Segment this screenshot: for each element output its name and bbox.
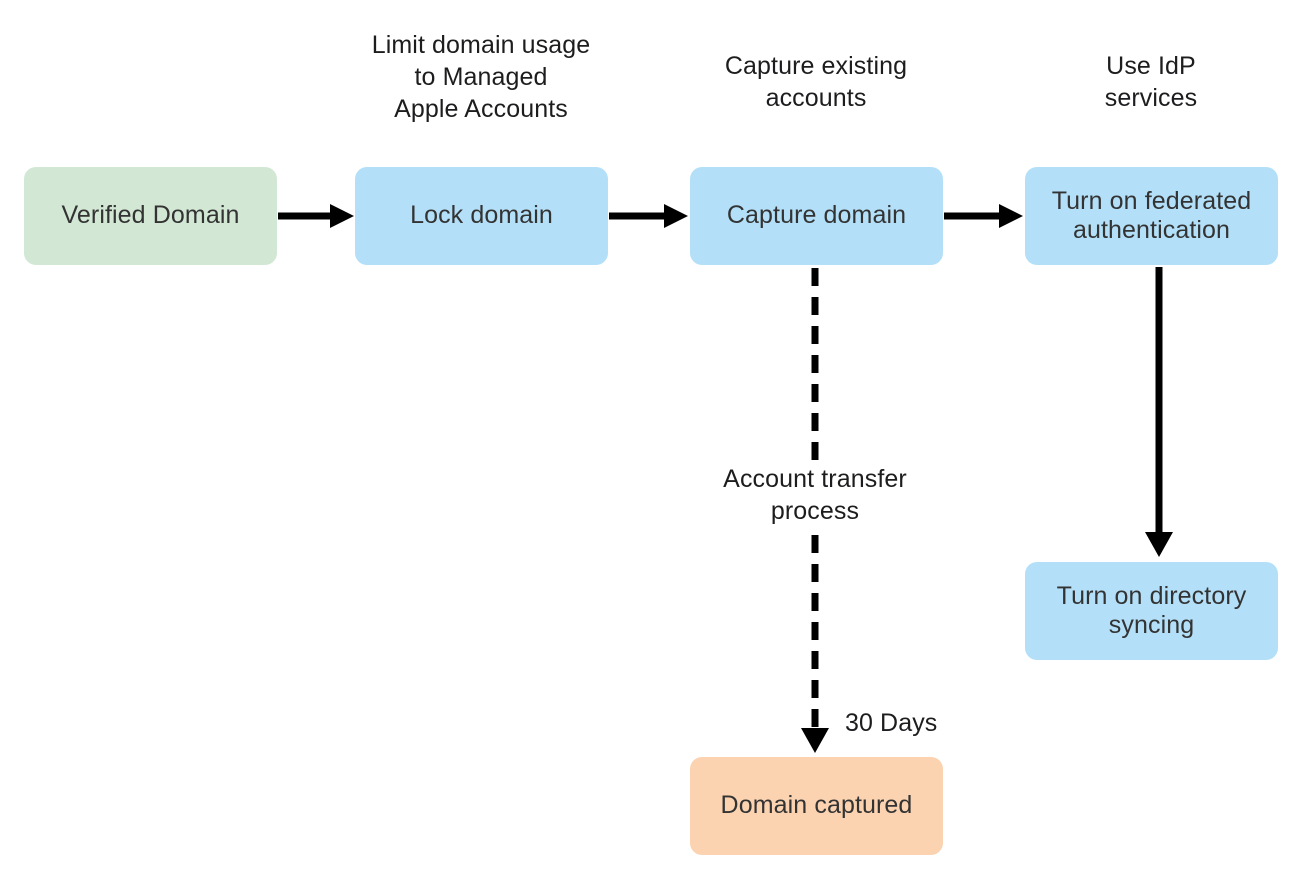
edge-capture-to-federated bbox=[944, 204, 1023, 228]
caption-lock-domain: Limit domain usage to Managed Apple Acco… bbox=[371, 31, 591, 123]
node-turn-on-directory-syncing[interactable]: Turn on directory syncing bbox=[1025, 562, 1278, 660]
node-turn-on-federated-authentication[interactable]: Turn on federated authentication bbox=[1025, 167, 1278, 265]
edge-verified-to-lock bbox=[278, 204, 354, 228]
node-verified-domain[interactable]: Verified Domain bbox=[24, 167, 277, 265]
edge-label-30-days: 30 Days bbox=[845, 709, 938, 737]
edge-label-account-transfer-process: Account transfer process bbox=[723, 465, 907, 525]
node-domain-captured[interactable]: Domain captured bbox=[690, 757, 943, 855]
edge-federated-to-syncing bbox=[1145, 267, 1173, 557]
edge-lock-to-capture bbox=[609, 204, 688, 228]
caption-capture-domain: Capture existing accounts bbox=[724, 52, 908, 112]
node-lock-domain[interactable]: Lock domain bbox=[355, 167, 608, 265]
node-capture-domain[interactable]: Capture domain bbox=[690, 167, 943, 265]
caption-federated-auth: Use IdP services bbox=[1104, 52, 1198, 112]
